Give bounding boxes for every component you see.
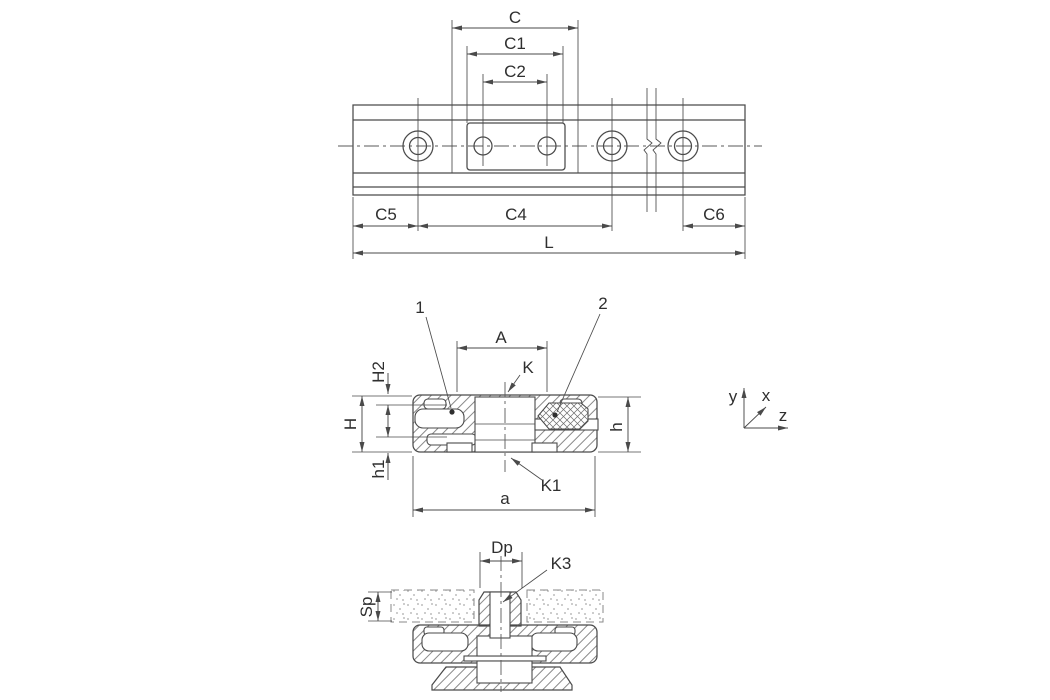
leader-line-K1	[510, 457, 543, 481]
bottom-notch-left	[446, 442, 473, 453]
axis-x-arrow	[743, 406, 767, 429]
label-K1: K1	[541, 476, 562, 495]
dim-label-Sp: Sp	[357, 597, 376, 618]
ball-groove-right	[530, 632, 578, 652]
dim-label-a: a	[500, 489, 510, 508]
screw-shaft	[489, 591, 511, 639]
bed-plate-left	[391, 590, 474, 622]
leader-dot-2	[552, 412, 558, 418]
label-K: K	[522, 358, 534, 377]
rail-outline	[352, 104, 746, 196]
dim-label-C: C	[509, 8, 521, 27]
nut-block	[476, 660, 533, 684]
label-K3: K3	[551, 554, 572, 573]
break-line	[652, 88, 662, 212]
top-view-rail: C C1 C2 C5 C4 C6 L	[338, 8, 762, 259]
leader-line-K	[507, 374, 521, 393]
dim-label-C5: C5	[375, 205, 397, 224]
callout-label-1: 1	[415, 298, 424, 317]
clamp-plate	[466, 122, 566, 171]
dim-label-A: A	[495, 328, 507, 347]
leader-line-K3	[502, 569, 548, 603]
leader-line-2	[556, 313, 601, 413]
coordinate-axes: y x z	[729, 386, 788, 431]
seal-insert	[537, 402, 589, 430]
dim-label-L: L	[544, 233, 553, 252]
axis-label-y: y	[729, 387, 738, 406]
screw-head	[476, 635, 533, 657]
axis-label-z: z	[779, 406, 788, 425]
washer	[463, 655, 547, 662]
mounting-hole	[402, 98, 434, 231]
leader-dot-1	[449, 409, 455, 415]
callout-label-2: 2	[598, 294, 607, 313]
dim-label-C4: C4	[505, 205, 527, 224]
dim-label-C2: C2	[504, 62, 526, 81]
mounting-hole	[596, 98, 628, 231]
seal-groove-left	[423, 398, 447, 410]
bottom-notch-right	[531, 442, 558, 453]
leader-line-1	[425, 316, 452, 409]
dim-label-H: H	[341, 418, 360, 430]
break-line	[643, 88, 653, 212]
dim-label-C6: C6	[703, 205, 725, 224]
dim-label-Dp: Dp	[491, 538, 513, 557]
dim-label-C1: C1	[504, 34, 526, 53]
bed-plate-right	[527, 590, 603, 622]
dim-label-h1: h1	[369, 460, 388, 479]
ball-groove-left	[414, 408, 465, 429]
cross-section-view: 1 2 A K K1 H2 H h1 h	[341, 294, 641, 517]
ball-groove-left	[421, 632, 469, 652]
mounting-hole	[667, 98, 699, 231]
mounting-section-view: Dp K3 Sp	[357, 538, 604, 692]
dim-label-h: h	[607, 422, 626, 431]
axis-label-x: x	[762, 386, 771, 405]
dim-label-H2: H2	[369, 361, 388, 383]
